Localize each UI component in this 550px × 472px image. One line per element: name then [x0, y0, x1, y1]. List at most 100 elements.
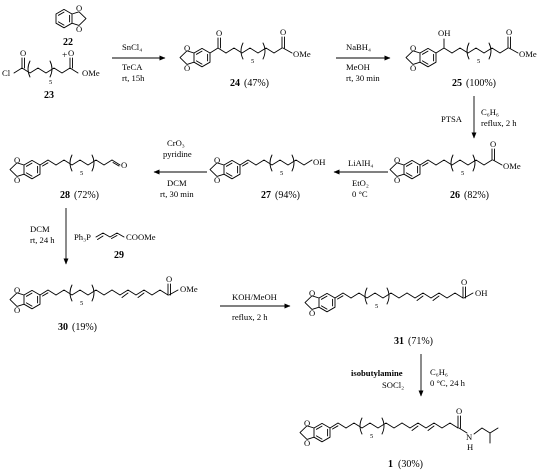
c28-aldehyde-o: O	[121, 160, 127, 170]
step2-conditions: rt, 30 min	[346, 73, 380, 83]
compound-31: O O 5 O OH 31 (71%)	[304, 277, 487, 347]
compound-25-label: 25	[452, 78, 462, 89]
step7-reagent: KOH/MeOH	[232, 292, 277, 302]
step5-solvent: DCM	[167, 178, 187, 188]
c28-ring-o-bottom: O	[14, 175, 20, 185]
c1-ring-o-bottom: O	[304, 438, 310, 448]
step4-conditions: 0 °C	[352, 189, 368, 199]
compound-28: O O 5 O 28 (72%)	[9, 155, 127, 201]
c30-ring-o-top: O	[14, 285, 20, 295]
step3-catalyst: PTSA	[441, 114, 463, 124]
c1-repeat: 5	[370, 433, 373, 440]
step5-reagent: CrO₃	[167, 138, 185, 148]
step8-solvent: C₆H₆	[430, 367, 448, 377]
compound-1-label: 1	[388, 459, 393, 470]
step2-solvent: MeOH	[346, 62, 370, 72]
step6-solvent: DCM	[30, 224, 50, 234]
c30-ome: OMe	[180, 284, 198, 294]
step8-conditions: 0 °C, 24 h	[430, 378, 466, 388]
c26-ester-o: O	[490, 139, 496, 149]
compound-22-label: 22	[63, 37, 73, 48]
c26-ring-o-bottom: O	[394, 175, 400, 185]
c28-repeat: 5	[80, 170, 83, 177]
step6-conditions: rt, 24 h	[30, 235, 55, 245]
compound-26-yield: (82%)	[464, 190, 489, 201]
c23-acyl-o: O	[20, 48, 26, 58]
compound-26-label: 26	[450, 190, 460, 201]
compound-28-yield: (72%)	[74, 190, 99, 201]
c26-ring-o-top: O	[394, 155, 400, 165]
step5-base: pyridine	[163, 149, 192, 159]
c1-amide-n: N	[466, 432, 473, 442]
c26-ome: OMe	[503, 161, 521, 171]
compound-30-label: 30	[58, 322, 68, 333]
c1-amide-o: O	[456, 406, 462, 416]
c28-ring-o-top: O	[14, 155, 20, 165]
compound-1-yield: (30%)	[398, 459, 423, 470]
c26-repeat: 5	[461, 170, 464, 177]
c31-ring-o-bottom: O	[309, 308, 315, 318]
c24-ome: OMe	[293, 49, 311, 59]
c23-repeat: 5	[49, 79, 52, 86]
compound-27-yield: (94%)	[275, 190, 300, 201]
compound-27-label: 27	[261, 190, 271, 201]
compound-24: O O O 5 O OMe 24 (47%)	[179, 27, 311, 89]
c30-repeat: 5	[80, 300, 83, 307]
c1-amide-h: H	[467, 442, 473, 452]
compound-22: O O 22	[55, 3, 87, 48]
c23-ester-o: O	[68, 48, 74, 58]
c24-keto-o: O	[216, 28, 222, 38]
c27-ring-o-top: O	[214, 155, 220, 165]
compound-1: O O 5 O N H 1 (30%)	[299, 406, 499, 470]
c23-ome: OMe	[82, 68, 100, 78]
c30-ring-o-bottom: O	[14, 305, 20, 315]
step1-solvent: TeCA	[122, 62, 143, 72]
step2-reagent: NaBH₄	[346, 42, 371, 52]
step4-solvent: EtO₂	[352, 178, 369, 188]
compound-26: O O 5 O OMe 26 (82%)	[389, 139, 521, 201]
plus-sign: +	[62, 51, 67, 61]
c31-hydroxyl: OH	[475, 288, 487, 298]
compound-30-yield: (19%)	[72, 322, 97, 333]
c1-ring-o-top: O	[304, 418, 310, 428]
step3-conditions: reflux, 2 h	[481, 118, 517, 128]
c25-repeat: 5	[477, 58, 480, 65]
compound-23: Cl O 5 O OMe 23	[2, 48, 100, 101]
compound-24-label: 24	[230, 78, 240, 89]
c31-repeat: 5	[375, 303, 378, 310]
c22-ring-o-bottom: O	[76, 24, 82, 34]
c24-ring-o-bottom: O	[184, 63, 190, 73]
c25-ring-o-bottom: O	[410, 63, 416, 73]
compound-24-yield: (47%)	[244, 78, 269, 89]
compound-30: O O 5 O OMe 30 (19%)	[9, 274, 198, 333]
c29-ylide: Ph₃P	[74, 232, 91, 242]
step8-amine: isobutylamine	[351, 368, 403, 378]
c29-ester: COOMe	[126, 232, 156, 242]
compound-29: Ph₃P COOMe 29	[74, 232, 156, 261]
step8-activator: SOCl₂	[382, 380, 404, 390]
compound-28-label: 28	[60, 190, 70, 201]
step1-conditions: rt, 15h	[122, 73, 145, 83]
compound-25: O O OH 5 O OMe 25 (100%)	[405, 27, 537, 89]
c25-hydroxyl: OH	[438, 28, 450, 38]
compound-29-label: 29	[114, 250, 124, 261]
c31-acid-o: O	[461, 277, 467, 287]
step4-reagent: LiAlH₄	[348, 158, 373, 168]
c27-hydroxyl: OH	[313, 157, 325, 167]
c25-ome: OMe	[519, 49, 537, 59]
c27-ring-o-bottom: O	[214, 175, 220, 185]
c25-ester-o: O	[506, 27, 512, 37]
c24-ester-o: O	[280, 27, 286, 37]
compound-23-label: 23	[44, 90, 54, 101]
step3-solvent: C₆H₆	[481, 107, 499, 117]
step5-conditions: rt, 30 min	[160, 189, 194, 199]
compound-25-yield: (100%)	[466, 78, 496, 89]
compound-27: O O 5 OH 27 (94%)	[209, 155, 325, 201]
c27-repeat: 5	[280, 170, 283, 177]
c22-ring-o-top: O	[76, 3, 82, 13]
c30-ester-o: O	[166, 274, 172, 284]
c31-ring-o-top: O	[309, 288, 315, 298]
c24-ring-o-top: O	[184, 43, 190, 53]
c24-repeat: 5	[251, 58, 254, 65]
